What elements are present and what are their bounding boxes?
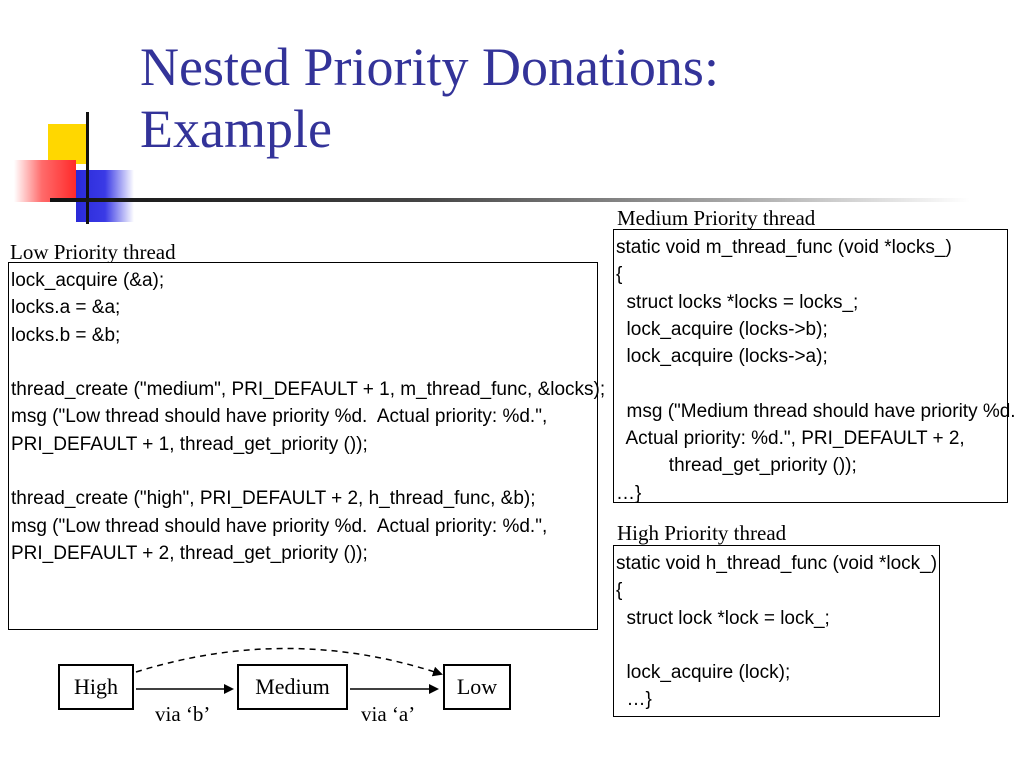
low-code-line: lock_acquire (&a);: [11, 270, 165, 291]
high-thread-code-box: static void h_thread_func (void *lock_) {…: [613, 545, 940, 717]
donation-diagram: High Medium Low via ‘b’ via ‘a’: [0, 630, 1024, 768]
logo-yellow-square: [48, 124, 88, 164]
medium-code-line: lock_acquire (locks->b);: [616, 318, 828, 340]
medium-code-line: thread_get_priority ());: [616, 455, 857, 477]
slide-title-line1: Nested Priority Donations:: [140, 37, 719, 97]
low-code-line: [11, 349, 595, 376]
edge-label-via-a: via ‘a’: [361, 702, 416, 726]
high-thread-label: High Priority thread: [617, 521, 787, 545]
node-high: High: [58, 664, 134, 710]
low-code-line: [11, 458, 595, 485]
medium-code-line: {: [616, 264, 623, 286]
low-code-line: locks.a = &a;: [11, 297, 121, 319]
node-low: Low: [443, 664, 511, 710]
diagram-arrows: [135, 647, 443, 694]
node-medium: Medium: [237, 664, 348, 710]
medium-code-line: [616, 370, 1005, 397]
medium-code-line: msg ("Medium thread should have priority…: [616, 400, 1016, 422]
high-code-line: lock_acquire (lock);: [616, 662, 791, 684]
high-code-line: static void h_thread_func (void *lock_): [616, 553, 938, 574]
medium-code-line: lock_acquire (locks->a);: [616, 346, 828, 368]
medium-code-line: struct locks *locks = locks_;: [616, 291, 859, 313]
low-code-line: thread_create ("medium", PRI_DEFAULT + 1…: [11, 379, 606, 401]
medium-code-line: …}: [616, 482, 642, 504]
title-underline: [50, 198, 970, 202]
medium-code-line: static void m_thread_func (void *locks_): [616, 237, 952, 258]
arrow-high-to-low-dashed: [135, 647, 443, 677]
low-code-line: locks.b = &b;: [11, 324, 121, 346]
edge-label-via-b: via ‘b’: [155, 702, 211, 726]
medium-code-line: Actual priority: %d.", PRI_DEFAULT + 2,: [616, 428, 965, 450]
low-code-line: PRI_DEFAULT + 1, thread_get_priority ())…: [11, 433, 368, 455]
low-code-line: msg ("Low thread should have priority %d…: [11, 406, 548, 428]
medium-thread-label: Medium Priority thread: [617, 206, 816, 230]
low-thread-code-box: lock_acquire (&a); locks.a = &a; locks.b =…: [8, 262, 606, 630]
high-code-line: struct lock *lock = lock_;: [616, 607, 830, 629]
slide-title: Nested Priority Donations: Example: [140, 36, 719, 160]
logo-vertical-line: [86, 112, 89, 224]
slide-title-line2: Example: [140, 99, 332, 159]
low-thread-label: Low Priority thread: [10, 240, 176, 264]
low-code-line: PRI_DEFAULT + 2, thread_get_priority ())…: [11, 542, 368, 564]
high-code-line: {: [616, 580, 623, 602]
medium-thread-code-box: static void m_thread_func (void *locks_)…: [613, 229, 1016, 504]
high-code-line: …}: [616, 689, 652, 711]
low-code-line: msg ("Low thread should have priority %d…: [11, 515, 548, 537]
logo-red-square: [14, 160, 76, 202]
logo-blue-square: [76, 170, 134, 222]
low-code-line: thread_create ("high", PRI_DEFAULT + 2, …: [11, 488, 536, 510]
